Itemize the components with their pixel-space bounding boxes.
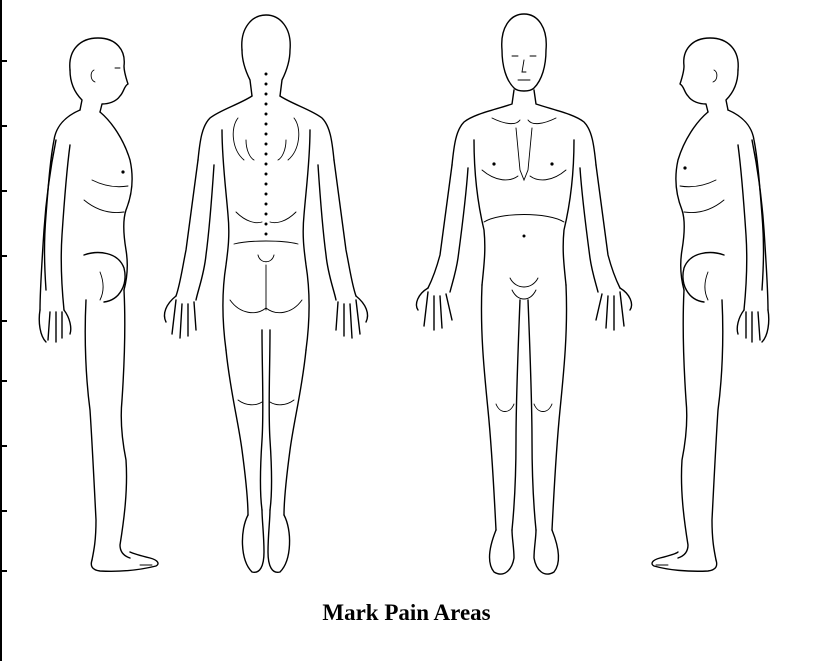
right-side-body-figure[interactable] (652, 38, 769, 571)
spine-markers (265, 73, 268, 236)
diagram-caption: Mark Pain Areas (0, 600, 813, 626)
left-side-body-figure[interactable] (39, 38, 158, 571)
front-body-figure[interactable] (416, 14, 631, 574)
back-body-figure[interactable] (164, 15, 367, 572)
body-diagram (0, 0, 813, 600)
